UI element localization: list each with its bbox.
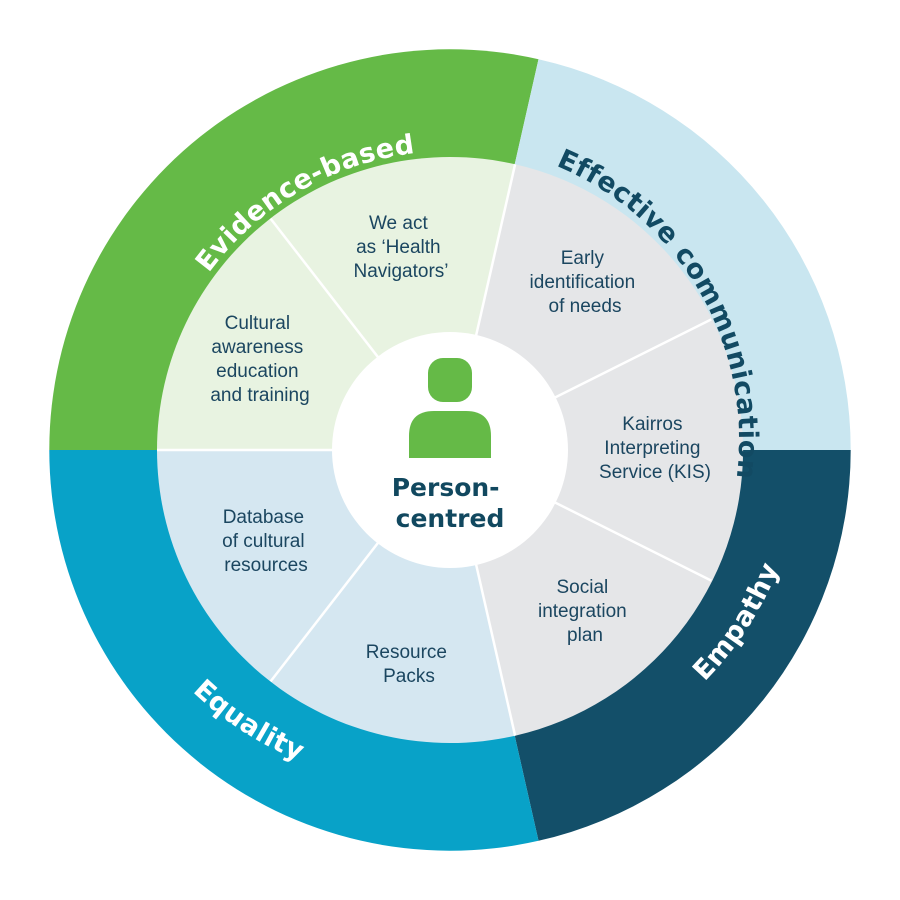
cultural-awareness-label: Cultural awareness education and trainin…	[210, 313, 309, 406]
cultural-awareness-line: education	[216, 361, 298, 382]
early-identification-line: of needs	[549, 296, 622, 317]
kairros-label: Kairros Interpreting Service (KIS)	[599, 414, 711, 483]
center-title-line-1: Person-	[392, 473, 500, 502]
health-navigators-line: We act	[369, 213, 429, 234]
resource-packs-label: Resource Packs	[366, 642, 453, 687]
center-title-line-2: centred	[396, 504, 505, 533]
health-navigators-line: Navigators’	[353, 261, 448, 282]
database-line: of cultural	[222, 531, 304, 552]
database-line: resources	[224, 555, 307, 576]
kairros-line: Service (KIS)	[599, 462, 711, 483]
health-navigators-line: as ‘Health	[356, 237, 441, 258]
social-integration-line: plan	[567, 625, 603, 646]
kairros-line: Kairros	[622, 414, 682, 435]
communication-inner-area	[450, 164, 744, 736]
resource-packs-line: Resource	[366, 642, 447, 663]
database-label: Database of cultural resources	[222, 507, 310, 576]
health-navigators-label: We act as ‘Health Navigators’	[353, 213, 448, 282]
cultural-awareness-line: Cultural	[225, 313, 290, 334]
social-integration-line: integration	[538, 601, 627, 622]
cultural-awareness-line: and training	[210, 385, 309, 406]
early-identification-line: identification	[530, 272, 636, 293]
early-identification-line: Early	[561, 248, 605, 269]
center-title: Person- centred	[392, 473, 509, 533]
social-integration-line: Social	[556, 577, 608, 598]
cultural-awareness-line: awareness	[211, 337, 303, 358]
person-icon	[409, 358, 491, 458]
resource-packs-line: Packs	[383, 666, 435, 687]
kairros-line: Interpreting	[604, 438, 700, 459]
database-line: Database	[223, 507, 304, 528]
social-integration-label: Social integration plan	[538, 577, 632, 646]
early-identification-label: Early identification of needs	[530, 248, 641, 317]
